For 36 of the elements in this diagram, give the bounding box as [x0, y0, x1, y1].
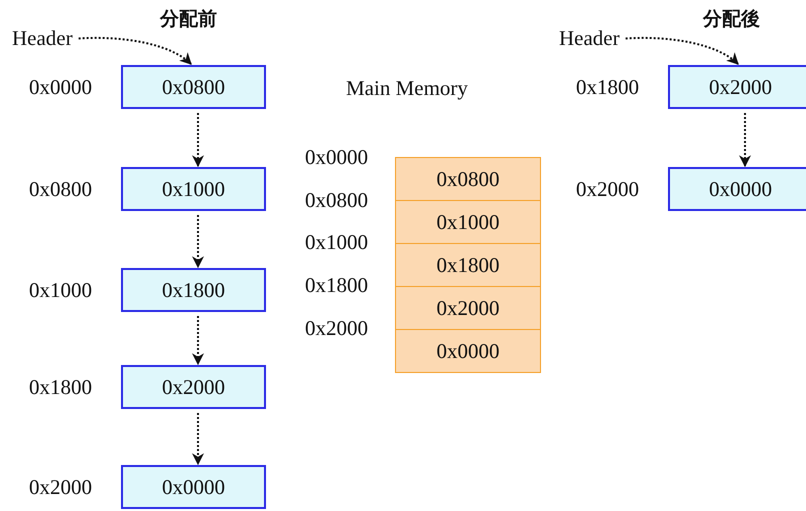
memory-cell: 0x0000	[396, 330, 540, 373]
memory-block: 0x1000	[121, 167, 266, 211]
heading: Main Memory	[346, 78, 468, 99]
header-label: Header	[559, 28, 620, 49]
address-label: 0x0000	[29, 77, 92, 98]
address-label: 0x1800	[576, 77, 639, 98]
memory-cell: 0x0800	[396, 158, 540, 201]
memory-block: 0x0800	[121, 65, 266, 109]
address-label: 0x1800	[29, 377, 92, 398]
address-label: 0x2000	[576, 179, 639, 200]
address-label: 0x0800	[29, 179, 92, 200]
arrow	[739, 113, 751, 168]
memory-block: 0x2000	[121, 365, 266, 409]
memory-block: 0x2000	[668, 65, 806, 109]
address-label: 0x0800	[305, 190, 368, 211]
memory-block: 0x0000	[121, 465, 266, 509]
memory-cell: 0x1000	[396, 201, 540, 244]
arrow	[192, 113, 204, 168]
memory-block: 0x0000	[668, 167, 806, 211]
heading: 分配後	[703, 10, 760, 29]
memory-cell: 0x1800	[396, 244, 540, 287]
memory-cell: 0x2000	[396, 287, 540, 330]
arrow	[78, 36, 192, 65]
memory-block: 0x1800	[121, 268, 266, 312]
arrow	[192, 316, 204, 366]
arrow	[192, 413, 204, 466]
arrow	[626, 36, 739, 65]
address-label: 0x2000	[29, 477, 92, 498]
address-label: 0x2000	[305, 318, 368, 339]
heading: 分配前	[160, 10, 217, 29]
address-label: 0x1800	[305, 275, 368, 296]
header-label: Header	[12, 28, 73, 49]
address-label: 0x1000	[305, 232, 368, 253]
address-label: 0x0000	[305, 147, 368, 168]
arrow	[192, 215, 204, 268]
address-label: 0x1000	[29, 280, 92, 301]
